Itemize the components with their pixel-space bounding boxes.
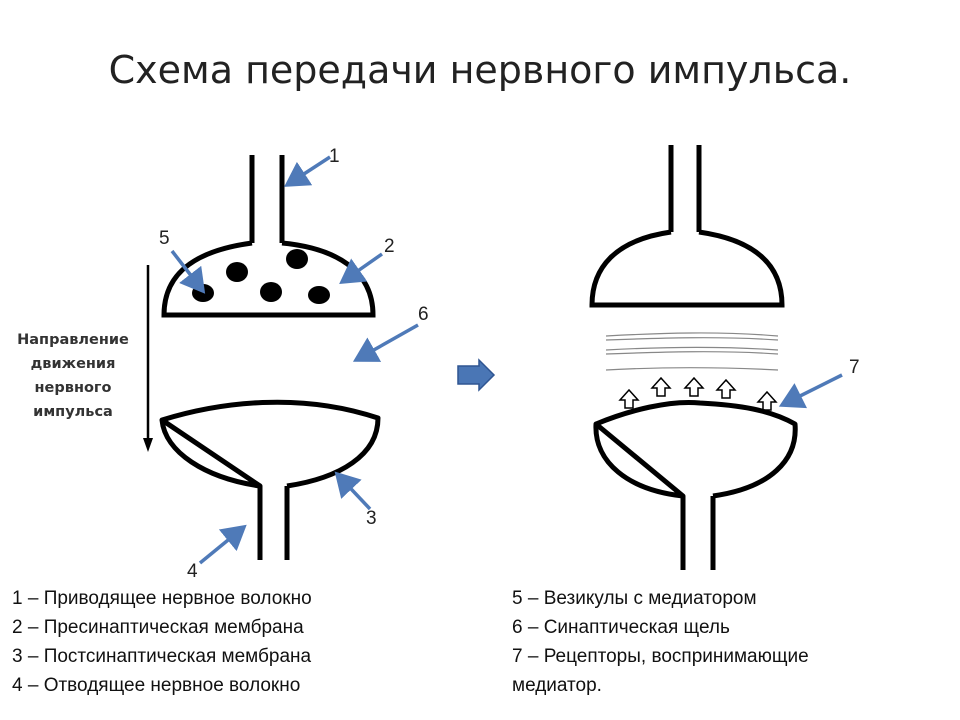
legend-item: 6 – Синаптическая щель <box>512 617 730 638</box>
callout-number-4: 4 <box>187 561 198 582</box>
transition-arrow <box>457 358 496 392</box>
legend-item: 1 – Приводящее нервное волокно <box>12 588 312 609</box>
right-synapse <box>589 145 843 570</box>
legend-item: 2 – Пресинаптическая мембрана <box>12 617 304 638</box>
right-incoming-fiber <box>668 145 702 232</box>
receptor <box>756 390 778 411</box>
vesicle <box>286 249 308 269</box>
left-synapse <box>159 155 381 560</box>
vesicle <box>260 282 282 302</box>
legend-item: 5 – Везикулы с медиатором <box>512 588 757 609</box>
callout-arrow-2 <box>339 252 384 285</box>
right-outgoing-fiber <box>680 496 716 570</box>
direction-arrow <box>143 265 153 452</box>
callout-number-6: 6 <box>418 304 429 325</box>
legend-item: 7 – Рецепторы, воспринимающие <box>512 646 809 667</box>
receptor <box>715 378 737 399</box>
receptor <box>618 388 640 409</box>
callout-arrow-6 <box>352 323 419 362</box>
diagram-title: Схема передачи нервного импульса. <box>108 48 852 92</box>
outgoing-fiber <box>257 486 290 560</box>
legend-item: 4 – Отводящее нервное волокно <box>12 675 301 696</box>
right-presynaptic-terminal <box>589 229 785 308</box>
receptor <box>650 376 672 397</box>
vesicle <box>226 262 248 282</box>
legend-item: 3 – Постсинаптическая мембрана <box>12 646 312 667</box>
direction-label: Направление движения нервного импульса <box>17 332 129 420</box>
callout-number-7: 7 <box>849 357 860 378</box>
callout-number-1: 1 <box>329 146 340 167</box>
callout-arrow-1 <box>284 155 331 187</box>
callout-arrows-left <box>170 155 419 565</box>
callout-arrow-4 <box>198 524 247 565</box>
callout-number-3: 3 <box>366 508 377 529</box>
callout-arrow-5 <box>170 249 206 294</box>
incoming-fiber <box>249 155 285 243</box>
cleft-wavy-lines <box>605 332 779 371</box>
callout-arrow-7 <box>778 373 843 409</box>
legend-item: медиатор. <box>512 675 602 696</box>
callout-number-2: 2 <box>384 236 395 257</box>
receptors <box>618 376 778 411</box>
callout-number-5: 5 <box>159 228 170 249</box>
vesicle <box>192 284 214 302</box>
callout-arrow-3 <box>334 471 372 511</box>
legend-right: 5 – Везикулы с медиатором 6 – Синаптичес… <box>512 584 809 700</box>
legend-left: 1 – Приводящее нервное волокно 2 – Преси… <box>12 584 312 700</box>
right-postsynaptic-cell <box>593 399 798 499</box>
postsynaptic-cell <box>159 399 381 489</box>
receptor <box>683 376 705 397</box>
vesicle <box>308 286 330 304</box>
